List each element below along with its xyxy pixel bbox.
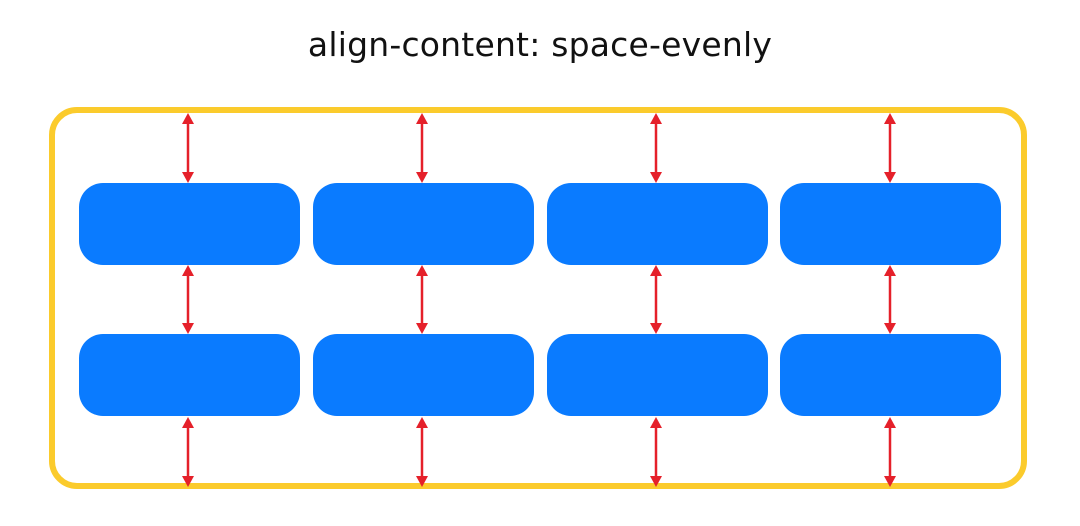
flex-container [49, 107, 1027, 489]
flex-item-r2-c2 [313, 334, 534, 416]
flex-item-r1-c3 [547, 183, 768, 265]
diagram-title: align-content: space-evenly [307, 25, 773, 64]
flex-item-r1-c2 [313, 183, 534, 265]
flex-item-r1-c1 [79, 183, 300, 265]
flex-item-r2-c4 [780, 334, 1001, 416]
flex-item-r2-c3 [547, 334, 768, 416]
flex-item-r2-c1 [79, 334, 300, 416]
flex-item-r1-c4 [780, 183, 1001, 265]
